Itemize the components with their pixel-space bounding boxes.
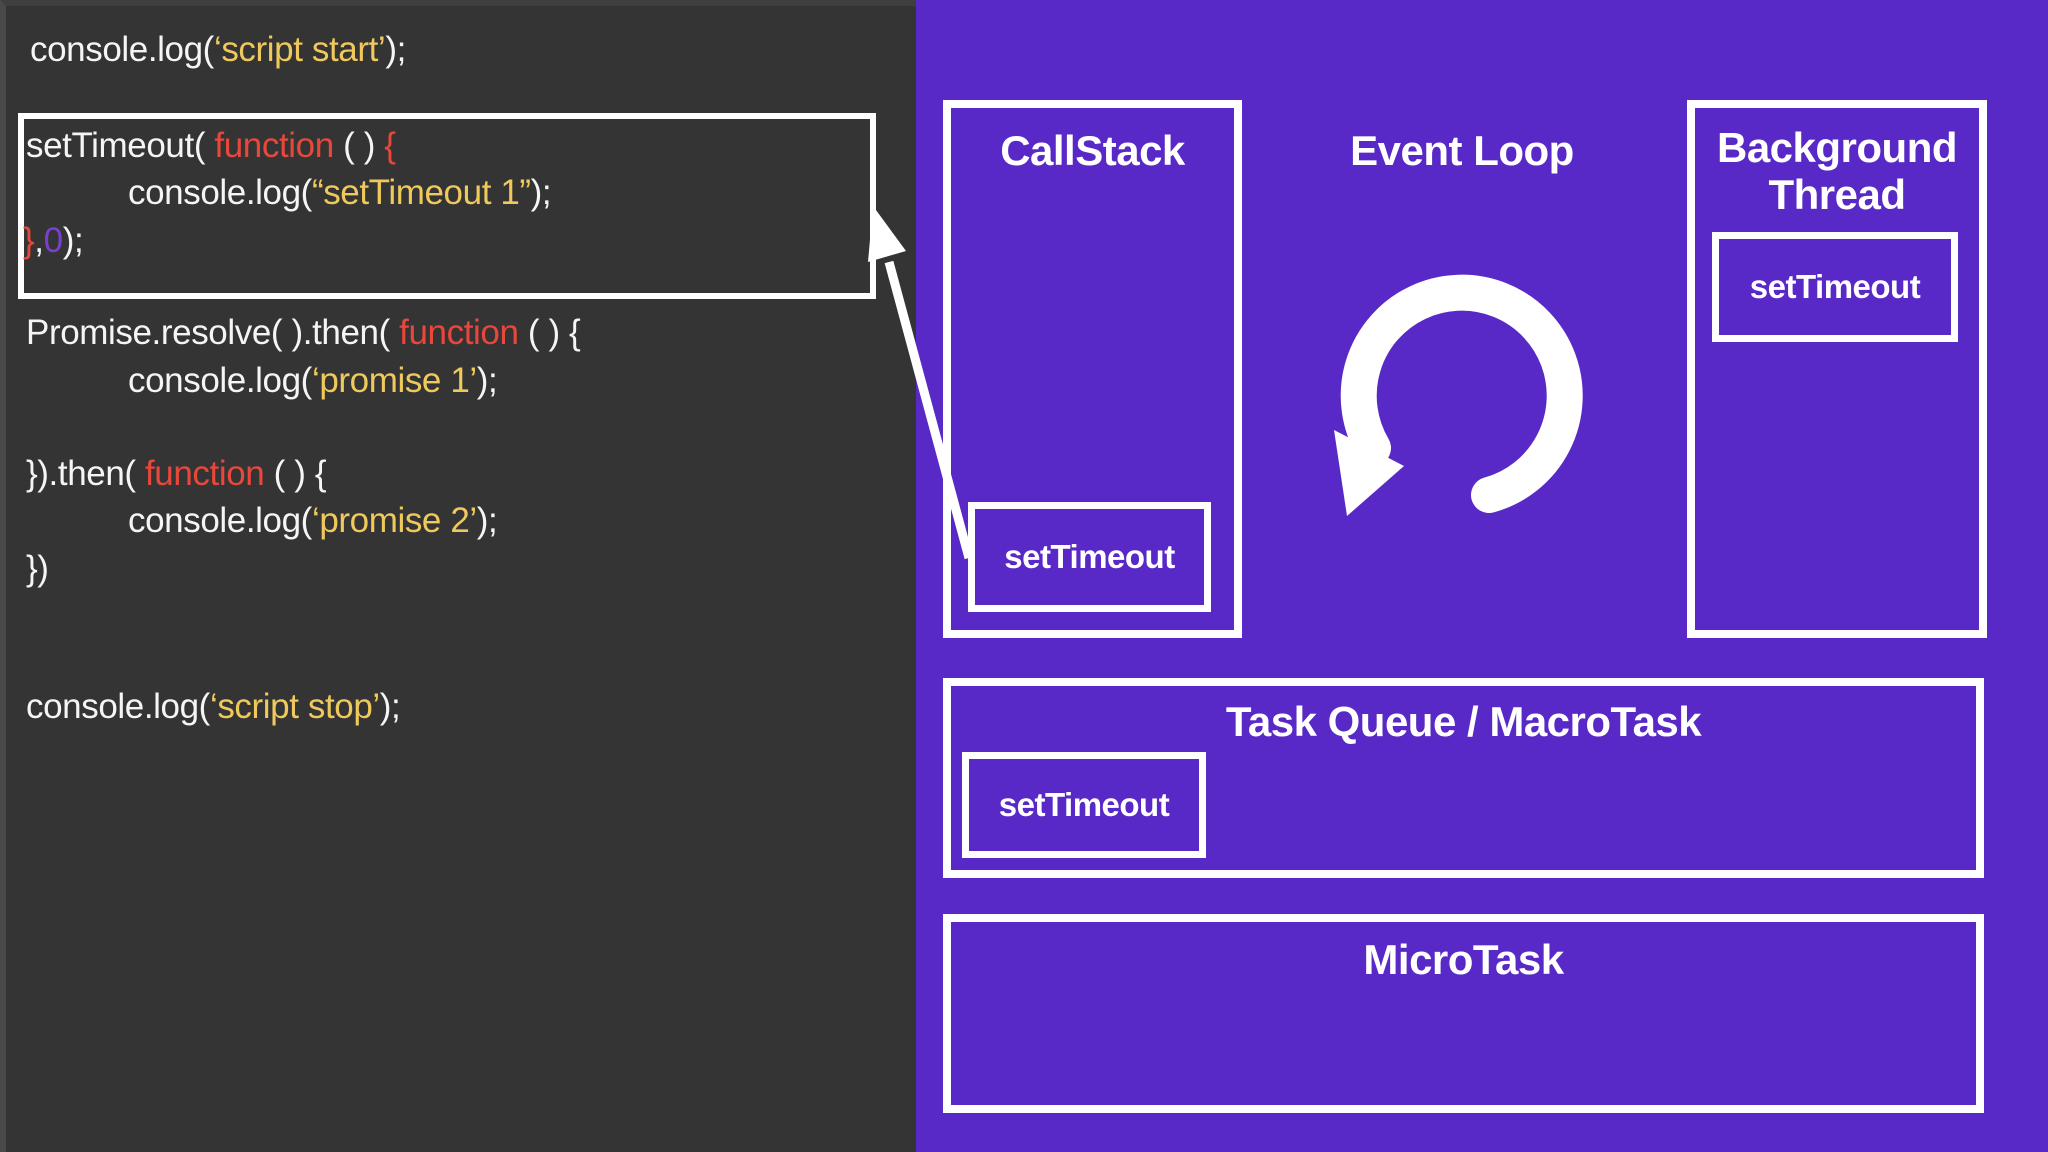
code-line: Promise.resolve( ).then( function ( ) { xyxy=(26,313,581,353)
code-token-string: ‘script start’ xyxy=(213,30,386,69)
event-loop-title: Event Loop xyxy=(1350,127,1574,174)
code-token-plain: ); xyxy=(476,501,498,540)
background-thread-box: Background Thread xyxy=(1687,100,1987,638)
code-token-plain: ( ) xyxy=(333,126,385,165)
code-line: console.log(“setTimeout 1”); xyxy=(128,173,552,213)
code-line: console.log(‘promise 1’); xyxy=(128,361,498,401)
code-token-plain: console.log( xyxy=(128,501,312,540)
microtask-title: MicroTask xyxy=(1363,936,1564,983)
code-line: },0); xyxy=(23,221,84,261)
code-token-keyword: { xyxy=(384,126,396,165)
callstack-settimeout-label: setTimeout xyxy=(1004,538,1175,575)
code-token-string: ‘promise 1’ xyxy=(311,361,477,400)
code-token-plain: ); xyxy=(530,173,552,212)
background-thread-settimeout-box: setTimeout xyxy=(1712,232,1958,342)
code-line: setTimeout( function ( ) { xyxy=(26,126,396,166)
code-line: }).then( function ( ) { xyxy=(26,454,327,494)
code-token-plain: console.log( xyxy=(128,361,312,400)
code-token-plain: ); xyxy=(385,30,406,69)
code-token-plain: Promise.resolve( ).then( xyxy=(26,313,400,352)
callstack-title: CallStack xyxy=(1000,127,1185,174)
code-token-plain: ); xyxy=(379,687,401,726)
code-token-plain: ); xyxy=(62,221,84,260)
code-token-number: 0 xyxy=(43,221,63,260)
code-token-plain: ( ) { xyxy=(264,454,327,493)
code-token-plain: }).then( xyxy=(26,454,145,493)
code-token-keyword: function xyxy=(144,454,265,493)
code-token-plain: setTimeout( xyxy=(26,126,215,165)
background-thread-settimeout-label: setTimeout xyxy=(1749,268,1921,305)
code-token-keyword: function xyxy=(399,313,519,352)
code-token-string: ‘promise 2’ xyxy=(311,501,477,540)
background-thread-title: Background Thread xyxy=(1695,124,1979,218)
code-token-string: ‘script stop’ xyxy=(209,687,380,726)
code-token-string: “setTimeout 1” xyxy=(311,173,531,212)
code-line: }) xyxy=(26,549,49,589)
code-token-plain: console.log( xyxy=(30,30,214,69)
code-line: console.log(‘script stop’); xyxy=(26,687,401,727)
code-token-plain: console.log( xyxy=(26,687,210,726)
task-queue-settimeout-label: setTimeout xyxy=(998,786,1170,823)
code-token-plain: ); xyxy=(476,361,498,400)
task-queue-box: Task Queue / MacroTask xyxy=(943,678,1984,878)
code-token-plain: }) xyxy=(26,549,49,588)
code-token-plain: , xyxy=(34,221,44,260)
event-loop-panel xyxy=(916,0,2048,1152)
background-thread-title-line1: Background xyxy=(1716,124,1958,171)
code-line: console.log(‘promise 2’); xyxy=(128,501,498,541)
code-token-keyword: function xyxy=(214,126,334,165)
code-token-plain: console.log( xyxy=(128,173,312,212)
task-queue-settimeout-box: setTimeout xyxy=(962,752,1206,858)
code-token-keyword: } xyxy=(23,221,35,260)
code-panel: console.log(‘script start’);setTimeout( … xyxy=(0,0,916,1152)
microtask-box: MicroTask xyxy=(943,914,1984,1113)
background-thread-title-line2: Thread xyxy=(1768,171,1906,218)
code-token-plain: ( ) { xyxy=(518,313,581,352)
code-line: console.log(‘script start’); xyxy=(30,30,406,70)
callstack-settimeout-box: setTimeout xyxy=(968,502,1211,612)
task-queue-title: Task Queue / MacroTask xyxy=(1225,698,1702,745)
